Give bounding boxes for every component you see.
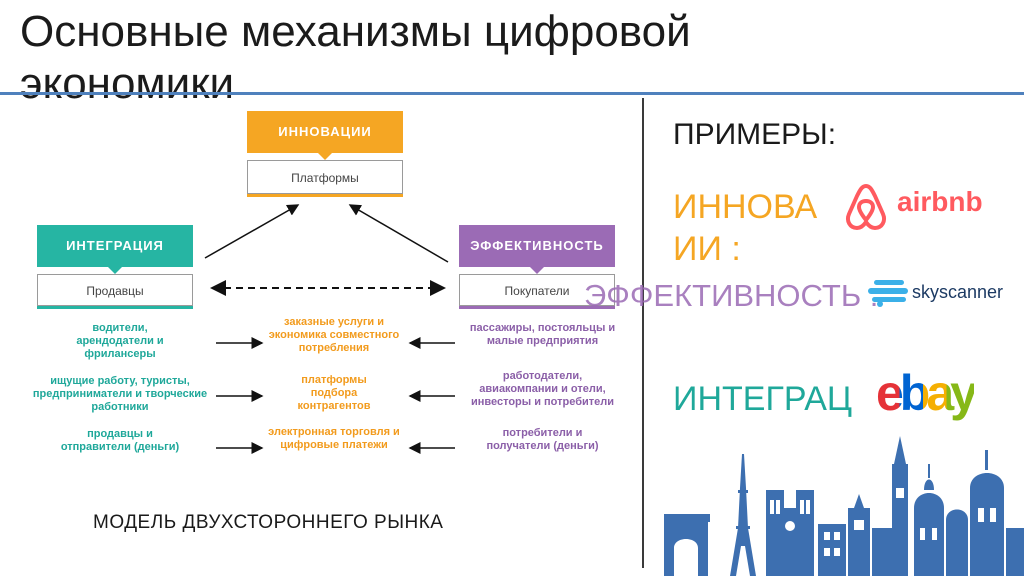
integration-header: ИНТЕГРАЦИЯ [37,225,193,267]
efficiency-header: ЭФФЕКТИВНОСТЬ [459,225,615,267]
right-col-item-1: пассажиры, постояльцы и малые предприяти… [469,322,616,347]
efficiency-pointer [530,267,544,274]
integration-accent-line [37,306,193,309]
innovation-pointer [318,153,332,160]
innovation-accent-line [247,194,403,197]
mid-col-item-1: заказные услуги и экономика совместного … [268,316,400,354]
mid-col-item-2: платформы подбора контрагентов [297,374,371,412]
vertical-divider [642,98,644,568]
left-col-item-1: водители, арендодатели и фрилансеры [76,322,164,360]
mid-col-item-3: электронная торговля и цифровые платежи [268,426,400,451]
skyscanner-sunrise-icon [868,280,908,307]
two-sided-market-caption: МОДЕЛЬ ДВУХСТОРОННЕГО РЫНКА [93,512,444,533]
example-innovation-label-line1: ИННОВА [673,188,818,226]
airbnb-logo: airbnb [842,180,1012,232]
diagram-arrows [204,204,455,454]
city-skyline-illustration [664,436,1024,576]
arrow-efficiency-to-platform [348,204,449,263]
efficiency-box: Покупатели [459,274,615,306]
innovation-box: Платформы [247,160,403,194]
integration-box: Продавцы [37,274,193,306]
examples-title: ПРИМЕРЫ: [673,118,837,151]
slide-title: Основные механизмы цифровой экономики [20,7,691,108]
ebay-wordmark: ebay [876,365,978,421]
left-col-item-2: ищущие работу, туристы, предприниматели … [32,375,208,413]
ebay-logo: ebay [876,364,996,422]
title-underline [0,92,1024,95]
skyscanner-logo: skyscanner [866,274,1016,314]
integration-pointer [108,267,122,274]
airbnb-belo-icon [846,184,886,230]
efficiency-accent-line [459,306,615,309]
example-integration-label: ИНТЕГРАЦ [673,380,853,418]
skyscanner-wordmark: skyscanner [912,282,1004,302]
innovation-header: ИННОВАЦИИ [247,111,403,153]
left-col-item-3: продавцы и отправители (деньги) [60,428,180,453]
right-col-item-3: потребители и получатели (деньги) [486,427,599,452]
arrow-integration-to-platform [204,204,300,259]
right-col-item-2: работодатели, авиакомпании и отели, инве… [470,370,615,408]
airbnb-wordmark: airbnb [897,186,983,217]
example-innovation-label-line2: ИИ : [673,230,741,268]
example-efficiency-label: ЭФФЕКТИВНОСТЬ : [584,278,879,313]
